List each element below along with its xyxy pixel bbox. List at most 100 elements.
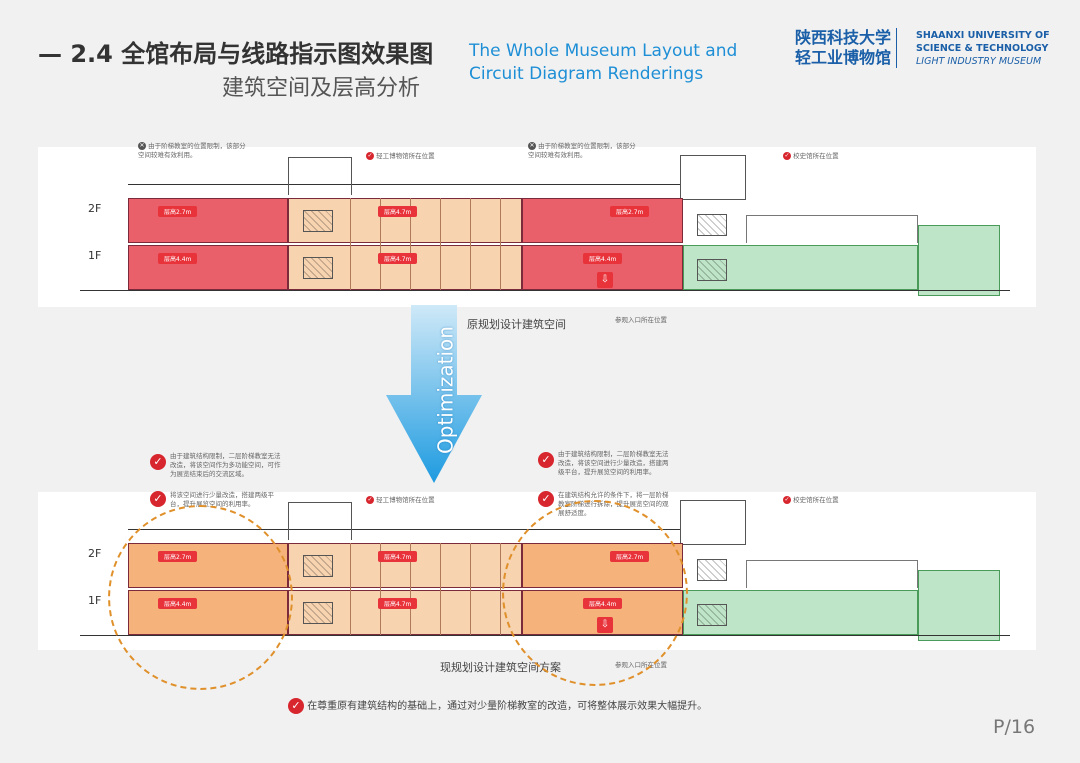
check-icon: ✓ [538, 452, 554, 468]
logo-en: SHAANXI UNIVERSITY OF SCIENCE & TECHNOLOG… [916, 29, 1050, 68]
mullion [470, 198, 471, 290]
mullion [410, 198, 411, 290]
history-hall-tower [918, 225, 1000, 296]
museum-location-label: ✓ 轻工博物馆所在位置 [366, 152, 435, 161]
note-text: 由于建筑结构限制，二层阶梯教室无法改造，将该空间作为多功能空间，可作为展览结束后… [170, 452, 281, 478]
x-icon: ✕ [528, 142, 536, 150]
x-icon: ✕ [138, 142, 146, 150]
logo-en-1: SHAANXI UNIVERSITY OF [916, 30, 1050, 41]
english-title-line-2: Circuit Diagram Renderings [469, 64, 704, 84]
note-text: 由于阶梯教室的位置限制，该部分空间较难有效利用。 [138, 142, 246, 159]
floor-1-section [288, 245, 522, 290]
check-icon: ✓ [538, 491, 554, 507]
check-icon: ✓ [783, 496, 791, 504]
entrance-location-label: 参观入口所在位置 [615, 316, 667, 324]
mullion [500, 198, 501, 290]
note-3: ✓由于建筑结构限制，二层阶梯教室无法改造，将该空间进行少量改造，搭建两级平台，提… [538, 450, 673, 477]
floor-2-label: 2F [88, 547, 102, 560]
label-text: 轻工博物馆所在位置 [376, 152, 435, 160]
window [303, 555, 333, 577]
mullion [440, 543, 441, 635]
roof-structure [680, 500, 746, 545]
english-title-line-1: The Whole Museum Layout and [469, 41, 738, 61]
check-icon: ✓ [366, 152, 374, 160]
floor-1-section [522, 245, 683, 290]
mullion [350, 198, 351, 290]
floor-height-tag: 层高4.7m [378, 551, 418, 562]
summary: ✓ 在尊重原有建筑结构的基础上，通过对少量阶梯教室的改造，可将整体展示效果大幅提… [288, 697, 707, 714]
floor-height-tag: 层高2.7m [158, 206, 198, 217]
note-text: 由于阶梯教室的位置限制，该部分空间较难有效利用。 [528, 142, 636, 159]
check-icon: ✓ [288, 698, 304, 714]
logo-cn: 陕西科技大学轻工业博物馆 [795, 28, 898, 68]
page-number: P/16 [993, 716, 1036, 738]
mullion [410, 543, 411, 635]
note-2: ✓将该空间进行少量改造，搭建两级平台，提升展览空间的利用率。 [150, 491, 285, 509]
floor-height-tag: 层高4.7m [378, 253, 418, 264]
mullion [350, 543, 351, 635]
window [697, 214, 727, 236]
floor-height-tag: 层高2.7m [610, 206, 650, 217]
history-hall-roof [746, 560, 918, 588]
ground-line [80, 290, 1010, 291]
label-text: 校史馆所在位置 [793, 152, 839, 160]
arrow-label: Optimization [433, 326, 458, 454]
original-caption: 原规划设计建筑空间 [467, 318, 566, 331]
logo-cn-1: 陕西科技大学 [795, 28, 892, 47]
floor-1-label: 1F [88, 249, 102, 262]
note-left: ✕ 由于阶梯教室的位置限制，该部分空间较难有效利用。 [138, 142, 248, 160]
floor-2-section [128, 198, 288, 243]
floor-2-label: 2F [88, 202, 102, 215]
window [697, 604, 727, 626]
floor-1-label: 1F [88, 594, 102, 607]
window [303, 210, 333, 232]
history-hall-section [683, 590, 918, 635]
page-subtitle: 建筑空间及层高分析 [222, 76, 421, 101]
note-text: 将该空间进行少量改造，搭建两级平台，提升展览空间的利用率。 [170, 491, 274, 508]
window [303, 602, 333, 624]
history-location-label: ✓ 校史馆所在位置 [783, 152, 839, 161]
floor-2-section [288, 543, 522, 588]
mullion [500, 543, 501, 635]
optimization-arrow [386, 305, 482, 483]
mullion [380, 543, 381, 635]
note-1: ✓由于建筑结构限制，二层阶梯教室无法改造，将该空间作为多功能空间，可作为展览结束… [150, 452, 285, 479]
check-icon: ✓ [783, 152, 791, 160]
history-hall-section [683, 245, 918, 290]
window [697, 259, 727, 281]
label-text: 轻工博物馆所在位置 [376, 496, 435, 504]
history-hall-roof [746, 215, 918, 243]
roof-structure [680, 155, 746, 200]
optimized-caption: 现规划设计建筑空间方案 [440, 661, 561, 674]
mullion [440, 198, 441, 290]
floor-1-section [128, 245, 288, 290]
entrance-icon: ⇩ [597, 272, 613, 288]
floor-height-tag: 层高4.7m [378, 206, 418, 217]
check-icon: ✓ [366, 496, 374, 504]
page-title: — 2.4 全馆布局与线路指示图效果图 [38, 40, 434, 68]
floor-1-section [288, 590, 522, 635]
window [697, 559, 727, 581]
label-text: 校史馆所在位置 [793, 496, 839, 504]
floor-2-section [288, 198, 522, 243]
check-icon: ✓ [150, 491, 166, 507]
note-text: 由于建筑结构限制，二层阶梯教室无法改造，将该空间进行少量改造，搭建两级平台，提升… [558, 450, 669, 476]
roof-structure [288, 157, 352, 195]
floor-height-tag: 层高4.4m [158, 253, 198, 264]
logo-cn-2: 轻工业博物馆 [795, 48, 892, 67]
check-icon: ✓ [150, 454, 166, 470]
floor-height-tag: 层高4.7m [378, 598, 418, 609]
floor-2-section [522, 198, 683, 243]
roofline [128, 184, 683, 185]
highlight-circle-right [502, 500, 688, 686]
mullion [380, 198, 381, 290]
summary-text: 在尊重原有建筑结构的基础上，通过对少量阶梯教室的改造，可将整体展示效果大幅提升。 [307, 701, 708, 712]
logo-en-2: SCIENCE & TECHNOLOGY [916, 43, 1049, 54]
history-hall-tower [918, 570, 1000, 641]
history-location-label: ✓ 校史馆所在位置 [783, 496, 839, 505]
museum-location-label: ✓ 轻工博物馆所在位置 [366, 496, 435, 505]
roof-structure [288, 502, 352, 540]
note-right: ✕ 由于阶梯教室的位置限制，该部分空间较难有效利用。 [528, 142, 638, 160]
mullion [470, 543, 471, 635]
